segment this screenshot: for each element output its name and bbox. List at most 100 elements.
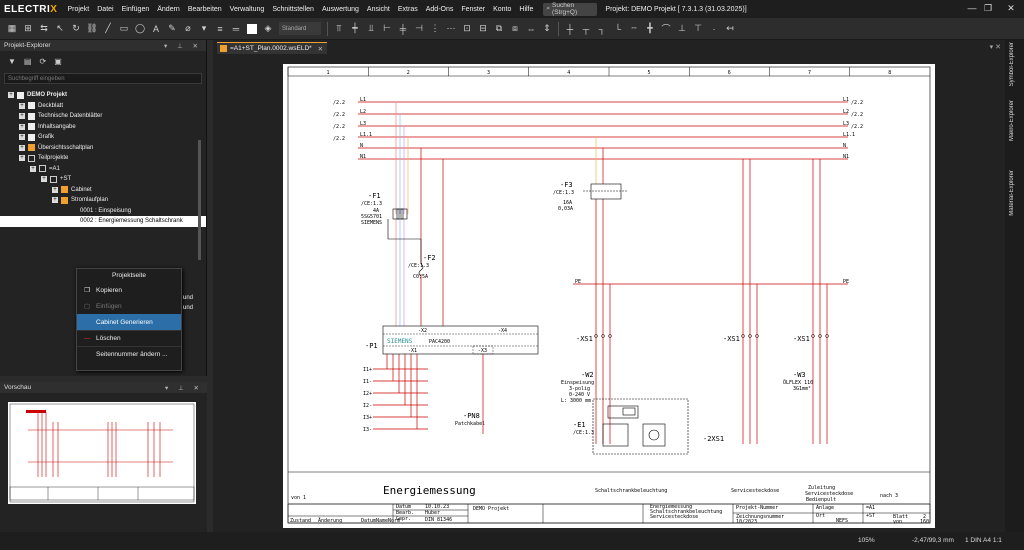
- expand-icon[interactable]: +: [30, 166, 36, 172]
- align-middle-icon[interactable]: ┿: [349, 23, 361, 35]
- expand-icon[interactable]: +: [19, 124, 25, 130]
- tree-scrollbar[interactable]: [198, 140, 201, 260]
- context-menu-item-1[interactable]: ▢Einfügen: [77, 298, 181, 314]
- menu-1[interactable]: Datei: [93, 6, 117, 13]
- line-icon[interactable]: ╱: [102, 23, 114, 35]
- menu-6[interactable]: Schnittstellen: [268, 6, 318, 13]
- wire-cross-icon[interactable]: ╋: [644, 23, 656, 35]
- preview-thumbnail[interactable]: [8, 402, 196, 504]
- close-button[interactable]: ✕: [1005, 3, 1017, 14]
- wire-corner-icon[interactable]: ┐: [596, 23, 608, 35]
- tree-node-7[interactable]: +=A1: [0, 164, 206, 175]
- expand-icon[interactable]: +: [19, 145, 25, 151]
- context-menu-item-0[interactable]: ❐Kopieren: [77, 282, 181, 298]
- explorer-search-input[interactable]: Suchbegriff eingeben: [4, 73, 202, 84]
- text-icon[interactable]: A: [150, 23, 162, 35]
- group-icon[interactable]: ⊡: [461, 23, 473, 35]
- expand-icon[interactable]: +: [41, 176, 47, 182]
- menu-2[interactable]: Einfügen: [118, 6, 154, 13]
- brush-icon[interactable]: ⌀: [182, 23, 194, 35]
- expand-icon[interactable]: +: [52, 187, 58, 193]
- menu-8[interactable]: Ansicht: [363, 6, 394, 13]
- wire-dot-icon[interactable]: ·: [708, 23, 720, 35]
- circle-icon[interactable]: ◯: [134, 23, 146, 35]
- refresh-icon[interactable]: ⟳: [39, 57, 46, 66]
- spacing-icon[interactable]: ⋯: [445, 23, 457, 35]
- ungroup-icon[interactable]: ⊟: [477, 23, 489, 35]
- align-left-icon[interactable]: ⊢: [381, 23, 393, 35]
- pages-icon[interactable]: ▤: [24, 57, 32, 66]
- arrow-down-icon[interactable]: ▾: [198, 23, 210, 35]
- document-tab[interactable]: =A1+ST_Plan.0002.wsELD* ✕: [217, 42, 327, 54]
- tree-node-9[interactable]: +Cabinet: [0, 185, 206, 196]
- tree-node-1[interactable]: +Deckblatt: [0, 101, 206, 112]
- expand-icon[interactable]: +: [19, 103, 25, 109]
- pen-icon[interactable]: ✎: [166, 23, 178, 35]
- right-tab-0[interactable]: Symbol-Explorer: [1009, 42, 1020, 86]
- menu-13[interactable]: Hilfe: [515, 6, 537, 13]
- layers-icon[interactable]: ◈: [262, 23, 274, 35]
- context-menu-item-3[interactable]: —Löschen: [77, 330, 181, 346]
- minimize-button[interactable]: —: [966, 3, 978, 13]
- menu-4[interactable]: Bearbeiten: [184, 6, 226, 13]
- wire-junction-icon[interactable]: ⊤: [692, 23, 704, 35]
- layout-icon[interactable]: ⊞: [22, 23, 34, 35]
- wire-t-icon[interactable]: ┬: [580, 23, 592, 35]
- right-tab-1[interactable]: Makro-Explorer: [1009, 100, 1020, 141]
- rect-icon[interactable]: ▭: [118, 23, 130, 35]
- panel-controls[interactable]: ▾ ⊥ ✕: [164, 42, 202, 50]
- expand-icon[interactable]: +: [8, 92, 14, 98]
- color-swatch[interactable]: [247, 24, 257, 34]
- close-tab-icon[interactable]: ✕: [318, 45, 323, 53]
- menu-11[interactable]: Fenster: [457, 6, 489, 13]
- menu-10[interactable]: Add-Ons: [422, 6, 458, 13]
- tree-node-8[interactable]: ++ST: [0, 174, 206, 185]
- menu-7[interactable]: Auswertung: [318, 6, 363, 13]
- menu-0[interactable]: Projekt: [63, 6, 93, 13]
- expand-icon[interactable]: +: [19, 134, 25, 140]
- menu-3[interactable]: Ändern: [153, 6, 184, 13]
- align-top-icon[interactable]: ⫪: [333, 23, 345, 35]
- align-bottom-icon[interactable]: ⫫: [365, 23, 377, 35]
- search-input[interactable]: ⌕Suchen (Strg+Q): [543, 3, 597, 16]
- wire-arrow-icon[interactable]: ↤: [724, 23, 736, 35]
- tree-node-6[interactable]: +Teilprojekte: [0, 153, 206, 164]
- menu-9[interactable]: Extras: [394, 6, 422, 13]
- view-icon[interactable]: ▣: [54, 57, 62, 66]
- back-icon[interactable]: ⧈: [509, 23, 521, 35]
- wire-end-icon[interactable]: ⊥: [676, 23, 688, 35]
- tree-node-5[interactable]: +Übersichtsschaltplan: [0, 143, 206, 154]
- grid-icon[interactable]: ▦: [6, 23, 18, 35]
- context-menu-item-4[interactable]: Seitennummer ändern ...: [77, 346, 181, 362]
- restore-button[interactable]: ❐: [982, 3, 994, 14]
- page-item-1[interactable]: 0002 : Energiemessung Schaltschrank: [0, 216, 206, 227]
- tree-node-10[interactable]: +Stromlaufplan: [0, 195, 206, 206]
- wire-corner2-icon[interactable]: └: [612, 23, 624, 35]
- mirror-icon[interactable]: ⇔: [525, 23, 537, 35]
- tree-node-0[interactable]: +DEMO Projekt: [0, 90, 206, 101]
- wire-jump-icon[interactable]: ⌒: [660, 23, 672, 35]
- style-select[interactable]: Standard: [279, 22, 321, 35]
- page-item-0[interactable]: 0001 : Einspeisung: [0, 206, 206, 217]
- filter-icon[interactable]: ▼: [8, 57, 16, 66]
- cursor-icon[interactable]: ↖: [54, 23, 66, 35]
- context-menu-item-2[interactable]: Cabinet Generieren: [77, 314, 181, 330]
- tree-node-4[interactable]: +Grafik: [0, 132, 206, 143]
- expand-icon[interactable]: +: [52, 197, 58, 203]
- wire-break-icon[interactable]: ╌: [628, 23, 640, 35]
- distribute-icon[interactable]: ⋮: [429, 23, 441, 35]
- tree-node-3[interactable]: +Inhaltsangabe: [0, 122, 206, 133]
- rotate-icon[interactable]: ↻: [70, 23, 82, 35]
- connect-icon[interactable]: ⇆: [38, 23, 50, 35]
- panel-controls[interactable]: ▾ ⊥ ✕: [165, 384, 203, 392]
- expand-icon[interactable]: +: [19, 155, 25, 161]
- right-tab-2[interactable]: Material-Explorer: [1009, 170, 1020, 216]
- flip-icon[interactable]: ⇕: [541, 23, 553, 35]
- tab-menu-icon[interactable]: ▾ ✕: [990, 43, 1001, 51]
- line-width-icon[interactable]: ═: [230, 23, 242, 35]
- tree-node-2[interactable]: +Technische Datenblätter: [0, 111, 206, 122]
- line-style-icon[interactable]: ≡: [214, 23, 226, 35]
- front-icon[interactable]: ⧉: [493, 23, 505, 35]
- align-right-icon[interactable]: ⊣: [413, 23, 425, 35]
- link-icon[interactable]: ⛓: [86, 23, 98, 35]
